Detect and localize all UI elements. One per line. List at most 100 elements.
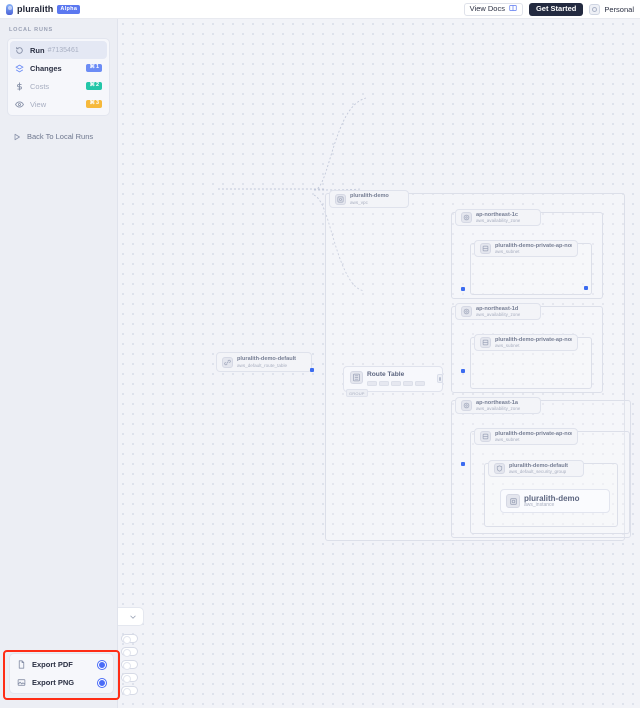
changes-icon	[15, 64, 24, 73]
az-title: ap-northeast-1d	[476, 305, 519, 312]
default-route-table-text: pluralith-demo-default aws_default_route…	[237, 356, 296, 368]
brand-logo[interactable]: pluralith Alpha	[0, 3, 81, 15]
drift-toggle[interactable]	[121, 634, 138, 644]
vpc-node[interactable]: pluralith-demo aws_vpc	[329, 190, 409, 208]
subnet-node-1a-text: pluralith-demo-private-ap-northeast... a…	[495, 431, 572, 443]
subnet-1c-anchor-dot	[461, 287, 465, 291]
vpc-title: pluralith-demo	[350, 193, 389, 200]
export-pdf-status-dot	[98, 660, 106, 669]
export-panel: Export PDF Export PNG	[9, 653, 114, 694]
route-chip	[415, 381, 425, 387]
az-subtitle: aws_availability_zone	[476, 406, 521, 412]
account-menu[interactable]: Personal	[589, 3, 634, 15]
edge-endpoint-dot	[584, 286, 588, 290]
created-toggle[interactable]	[121, 647, 138, 657]
subnet-title: pluralith-demo-private-ap-northeast...	[495, 430, 572, 437]
route-table-chips	[367, 381, 425, 387]
link-icon	[222, 356, 233, 368]
book-icon	[509, 4, 517, 14]
shield-icon	[494, 463, 505, 474]
subnet-subtitle: aws_subnet	[495, 343, 520, 349]
eye-icon	[15, 100, 24, 109]
availability-zone-icon	[461, 212, 472, 223]
brand-name: pluralith	[17, 4, 54, 14]
subnet-group-1a[interactable]	[470, 431, 630, 534]
top-bar-actions: View Docs Get Started Personal	[463, 2, 640, 16]
view-docs-button[interactable]: View Docs	[463, 2, 523, 16]
route-table-title: Route Table	[367, 371, 405, 378]
back-to-local-runs-label: Back To Local Runs	[27, 132, 94, 141]
subnet-node-1d[interactable]: pluralith-demo-private-ap-northeast... a…	[474, 334, 578, 351]
az-node-1c[interactable]: ap-northeast-1c aws_availability_zone	[455, 209, 541, 226]
instance-title: pluralith-demo	[524, 493, 580, 503]
subnet-subtitle: aws_subnet	[495, 437, 520, 443]
subnet-icon	[480, 337, 491, 348]
az-title: ap-northeast-1c	[476, 211, 518, 218]
sidebar-item-costs[interactable]: Costs ⌘2	[10, 77, 107, 95]
route-table-node[interactable]: Route Table GROUP	[343, 366, 443, 397]
export-png-label: Export PNG	[32, 678, 75, 687]
cmd-glyph: ⌘	[89, 64, 95, 71]
get-started-label: Get Started	[535, 4, 577, 14]
subnet-title: pluralith-demo-private-ap-northeast...	[495, 336, 572, 343]
vpc-subtitle: aws_vpc	[350, 199, 368, 205]
instance-text: pluralith-demo aws_instance	[524, 494, 580, 509]
sidebar-item-changes[interactable]: Changes ⌘1	[10, 59, 107, 77]
avatar	[589, 3, 601, 15]
subnet-node-1c[interactable]: pluralith-demo-private-ap-northeast... a…	[474, 240, 578, 257]
az-title: ap-northeast-1a	[476, 399, 518, 406]
view-shortcut-badge: ⌘3	[86, 99, 102, 109]
export-png-button[interactable]: Export PNG	[12, 674, 111, 691]
instance-icon	[506, 494, 520, 508]
account-label: Personal	[604, 4, 634, 14]
vpc-node-text: pluralith-demo aws_vpc	[350, 193, 389, 205]
subnet-subtitle: aws_subnet	[495, 249, 520, 255]
instance-subtitle: aws_instance	[524, 501, 555, 508]
az-node-1c-text: ap-northeast-1c aws_availability_zone	[476, 212, 520, 224]
cmd-glyph: ⌘	[89, 82, 95, 89]
alpha-badge: Alpha	[57, 4, 81, 14]
az-node-1a[interactable]: ap-northeast-1a aws_availability_zone	[455, 397, 541, 414]
sidebar-section-label: LOCAL RUNS	[9, 27, 53, 33]
history-icon	[15, 46, 24, 55]
subnet-node-1d-text: pluralith-demo-private-ap-northeast... a…	[495, 337, 572, 349]
export-pdf-button[interactable]: Export PDF	[12, 656, 111, 673]
destroyed-toggle[interactable]	[121, 673, 138, 683]
security-group-title: pluralith-demo-default	[509, 462, 569, 469]
security-group-subtitle: aws_default_security_group	[509, 469, 567, 475]
sidebar-item-run[interactable]: Run #7135461	[10, 41, 107, 59]
availability-zone-icon	[461, 306, 472, 317]
subnet-1a-anchor-dot	[461, 462, 465, 466]
subnet-node-1a[interactable]: pluralith-demo-private-ap-northeast... a…	[474, 428, 578, 445]
security-group-node[interactable]: pluralith-demo-default aws_default_secur…	[488, 460, 584, 477]
route-table-text: Route Table	[367, 371, 425, 387]
default-route-table-node[interactable]: pluralith-demo-default aws_default_route…	[216, 352, 312, 372]
get-started-button[interactable]: Get Started	[528, 2, 584, 16]
back-to-local-runs-button[interactable]: Back To Local Runs	[7, 132, 110, 141]
route-chip	[403, 381, 413, 387]
instance-node[interactable]: pluralith-demo aws_instance	[500, 489, 610, 513]
export-highlight-box	[3, 650, 120, 700]
recreated-toggle[interactable]	[121, 686, 138, 696]
subnet-node-1c-text: pluralith-demo-private-ap-northeast... a…	[495, 243, 572, 255]
edge-layer	[218, 97, 367, 292]
az-node-1a-text: ap-northeast-1a aws_availability_zone	[476, 400, 520, 412]
sidebar-item-view[interactable]: View ⌘3	[10, 95, 107, 113]
route-table-group-tag: GROUP	[346, 389, 368, 397]
play-triangle-icon	[13, 133, 21, 141]
costs-shortcut-badge: ⌘2	[86, 81, 102, 91]
pluralith-logo-icon	[6, 3, 13, 15]
subnet-icon	[480, 431, 491, 442]
route-table-port[interactable]	[437, 374, 443, 383]
sidebar: LOCAL RUNS Run #7135461 Changes ⌘1	[0, 19, 118, 708]
export-pdf-label: Export PDF	[32, 660, 73, 669]
chevron-down-icon[interactable]	[129, 613, 137, 621]
image-icon	[17, 678, 26, 687]
route-chip	[391, 381, 401, 387]
top-bar: pluralith Alpha View Docs Get Started Pe…	[0, 0, 640, 19]
updated-toggle[interactable]	[121, 660, 138, 670]
view-docs-label: View Docs	[469, 4, 505, 14]
az-node-1d[interactable]: ap-northeast-1d aws_availability_zone	[455, 303, 541, 320]
diagram-canvas[interactable]: pluralith-demo aws_vpc pluralith-demo-de…	[118, 19, 640, 708]
file-icon	[17, 660, 26, 669]
